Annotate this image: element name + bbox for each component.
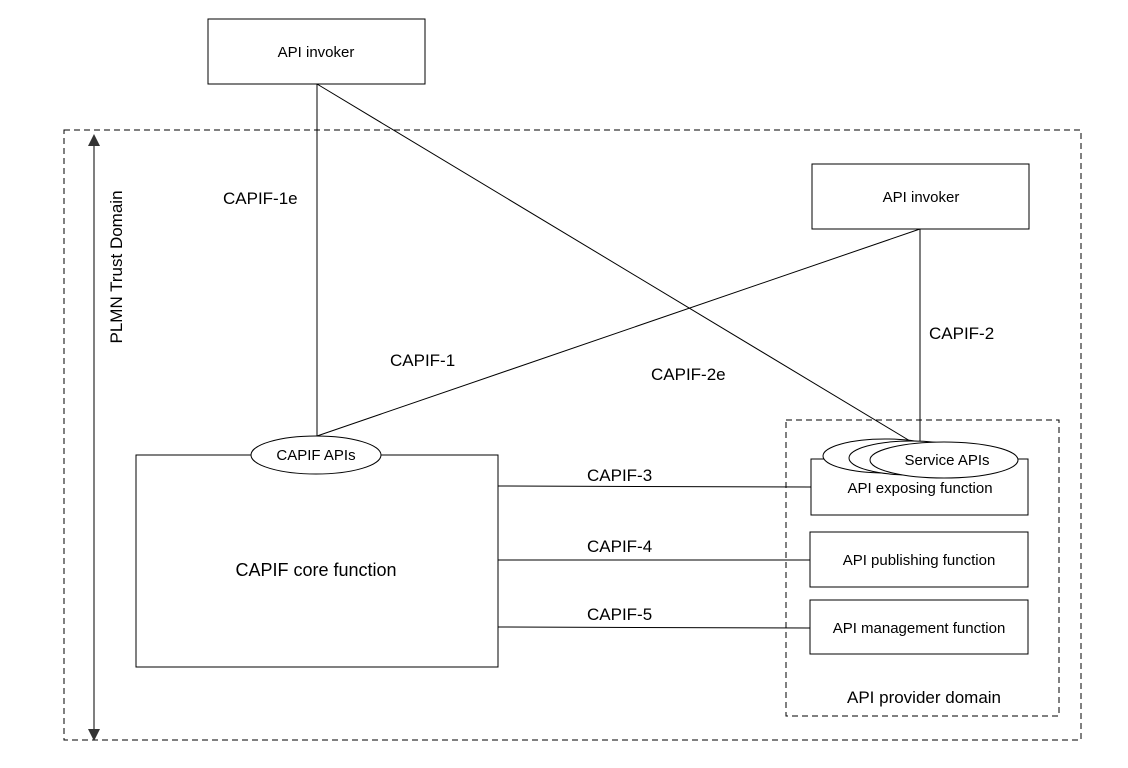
svg-text:Service APIs: Service APIs — [904, 452, 989, 469]
api-provider-domain-label: API provider domain — [847, 688, 1001, 707]
api-invoker-internal-node: API invoker — [811, 163, 1030, 230]
api-publishing-function-node: API publishing function — [809, 531, 1029, 588]
capif-4-label: CAPIF-4 — [587, 537, 652, 556]
capif-apis-node: CAPIF APIs — [250, 435, 382, 475]
svg-text:API exposing function: API exposing function — [847, 480, 992, 497]
capif-1-label: CAPIF-1 — [390, 351, 455, 370]
svg-text:API invoker: API invoker — [278, 44, 355, 61]
capif-1-line — [316, 228, 921, 437]
plmn-trust-domain-boundary — [63, 129, 1082, 741]
capif-1e-label: CAPIF-1e — [223, 189, 298, 208]
svg-text:CAPIF core function: CAPIF core function — [235, 560, 396, 580]
service-apis-node: Service APIs — [822, 438, 1019, 479]
capif-2e-line — [316, 83, 921, 448]
api-management-function-node: API management function — [809, 599, 1029, 655]
capif-3-label: CAPIF-3 — [587, 466, 652, 485]
capif-2-label: CAPIF-2 — [929, 324, 994, 343]
capif-2e-label: CAPIF-2e — [651, 365, 726, 384]
api-provider-domain-boundary — [785, 419, 1060, 717]
capif-5-label: CAPIF-5 — [587, 605, 652, 624]
api-invoker-external-node: API invoker — [207, 18, 426, 85]
plmn-trust-domain-label: PLMN Trust Domain — [107, 190, 126, 343]
svg-text:CAPIF APIs: CAPIF APIs — [276, 447, 355, 464]
capif-5-line — [497, 626, 812, 629]
svg-text:API invoker: API invoker — [883, 189, 960, 206]
capif-core-function-node: CAPIF core function — [135, 454, 499, 668]
svg-text:API publishing function: API publishing function — [843, 552, 996, 569]
svg-text:API management function: API management function — [833, 620, 1006, 637]
capif-3-line — [497, 485, 812, 488]
